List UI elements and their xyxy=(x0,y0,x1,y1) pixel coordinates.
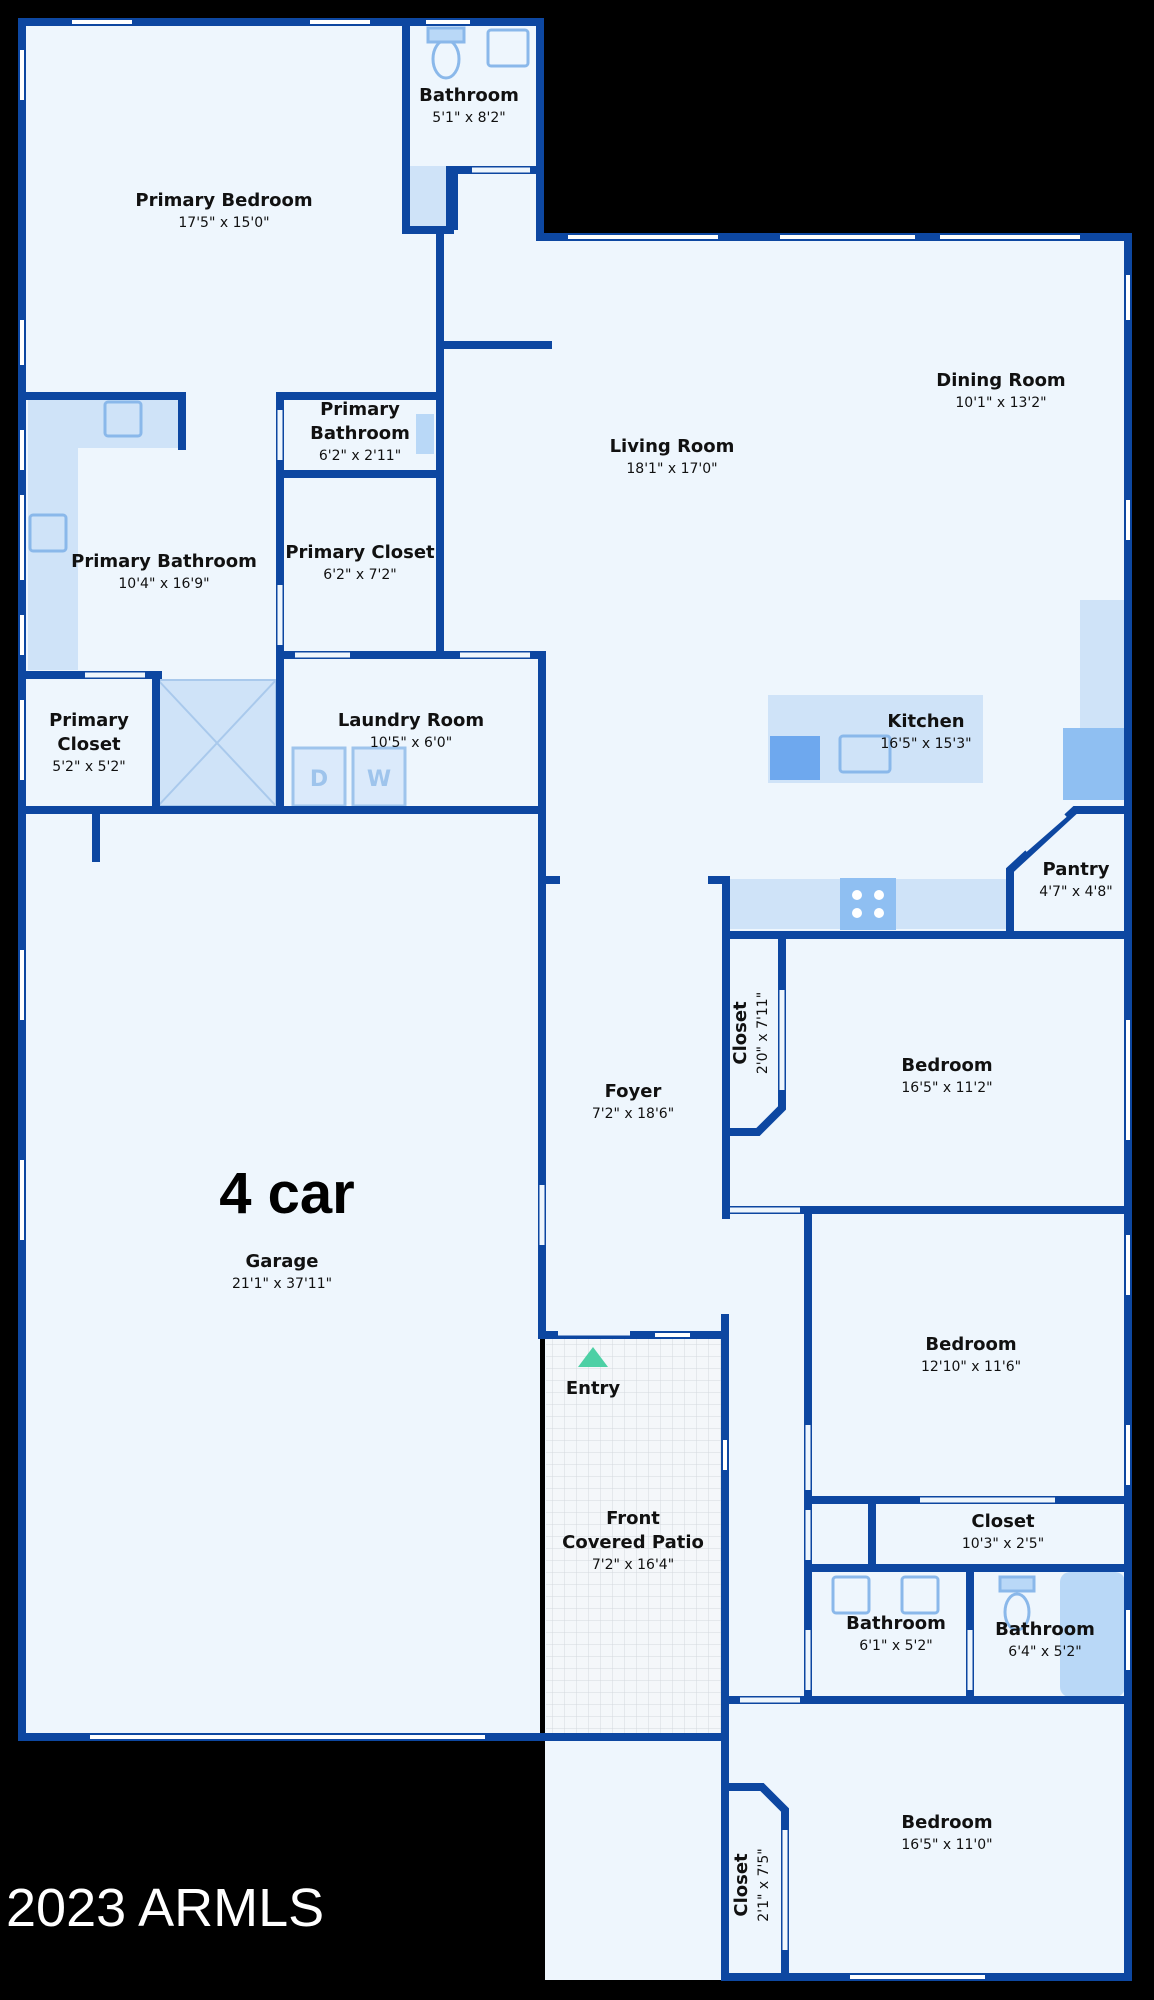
room-kitchen-dims: 16'5" x 15'3" xyxy=(880,736,971,752)
room-laundry-room-name: Laundry Room xyxy=(338,710,484,731)
room-primary-closet-small-name-1: Primary xyxy=(49,710,129,731)
room-pantry-name: Pantry xyxy=(1043,859,1110,880)
room-closet-vertical-1-name: Closet xyxy=(730,1001,751,1065)
room-entry-name: Entry xyxy=(566,1378,621,1399)
room-bathroom-mid-left-name: Bathroom xyxy=(846,1613,946,1634)
room-kitchen-name: Kitchen xyxy=(887,711,964,732)
room-front-covered-patio-name-1: Front xyxy=(606,1508,660,1529)
room-front-covered-patio-name-2: Covered Patio xyxy=(562,1532,704,1553)
entry-arrow-icon xyxy=(578,1347,608,1367)
room-primary-bathroom-name: Primary Bathroom xyxy=(71,551,257,572)
door-openings xyxy=(85,167,1067,1950)
room-garage-name: Garage xyxy=(245,1251,318,1272)
room-foyer-name: Foyer xyxy=(605,1081,662,1102)
room-closet-vertical-2-dims: 2'1" x 7'5" xyxy=(756,1848,772,1921)
washer-label: W xyxy=(367,767,391,792)
room-bedroom-3-dims: 16'5" x 11'0" xyxy=(901,1837,992,1853)
room-bathroom-top-dims: 5'1" x 8'2" xyxy=(432,110,505,126)
room-primary-bedroom-dims: 17'5" x 15'0" xyxy=(178,215,269,231)
front-covered-patio-floor xyxy=(546,1333,722,1737)
room-labels: Primary Bedroom 17'5" x 15'0" Bathroom 5… xyxy=(49,85,1113,1922)
windows xyxy=(20,20,1130,1979)
laundry-appliances: D W xyxy=(291,746,407,808)
room-living-room-name: Living Room xyxy=(610,436,735,457)
room-bathroom-top-name: Bathroom xyxy=(419,85,519,106)
room-primary-closet-large-dims: 6'2" x 7'2" xyxy=(323,567,396,583)
room-bathroom-mid-left-dims: 6'1" x 5'2" xyxy=(859,1638,932,1654)
room-bedroom-1-dims: 16'5" x 11'2" xyxy=(901,1080,992,1096)
room-closet-horizontal-dims: 10'3" x 2'5" xyxy=(962,1536,1044,1552)
room-bedroom-2-dims: 12'10" x 11'6" xyxy=(921,1359,1021,1375)
room-dining-room-dims: 10'1" x 13'2" xyxy=(955,395,1046,411)
room-front-covered-patio-dims: 7'2" x 16'4" xyxy=(592,1557,674,1573)
room-primary-closet-small-dims: 5'2" x 5'2" xyxy=(52,759,125,775)
fixtures xyxy=(28,166,1125,1697)
room-bedroom-1-name: Bedroom xyxy=(901,1055,992,1076)
room-primary-bathroom-small-name-1: Primary xyxy=(320,399,400,420)
dryer-label: D xyxy=(310,767,328,792)
garage-capacity: 4 car xyxy=(219,1161,354,1226)
room-foyer-dims: 7'2" x 18'6" xyxy=(592,1106,674,1122)
room-bathroom-mid-right-dims: 6'4" x 5'2" xyxy=(1008,1644,1081,1660)
room-closet-vertical-2-name: Closet xyxy=(731,1853,752,1917)
fixture-icons xyxy=(28,26,1036,1632)
room-closet-vertical-1-dims: 2'0" x 7'11" xyxy=(755,992,771,1074)
room-bathroom-mid-right-name: Bathroom xyxy=(995,1619,1095,1640)
room-dining-room-name: Dining Room xyxy=(936,370,1065,391)
room-pantry-dims: 4'7" x 4'8" xyxy=(1039,884,1112,900)
washer-icon xyxy=(351,746,407,808)
room-garage-dims: 21'1" x 37'11" xyxy=(232,1276,332,1292)
room-laundry-room-dims: 10'5" x 6'0" xyxy=(370,735,452,751)
room-primary-bathroom-dims: 10'4" x 16'9" xyxy=(118,576,209,592)
room-primary-bathroom-small-name-2: Bathroom xyxy=(310,423,410,444)
room-primary-bedroom-name: Primary Bedroom xyxy=(135,190,312,211)
watermark: 2023 ARMLS xyxy=(6,1878,324,1938)
room-closet-horizontal-name: Closet xyxy=(971,1511,1035,1532)
room-primary-bathroom-small-dims: 6'2" x 2'11" xyxy=(319,448,401,464)
room-primary-closet-small-name-2: Closet xyxy=(57,734,121,755)
room-bedroom-2-name: Bedroom xyxy=(925,1334,1016,1355)
room-living-room-dims: 18'1" x 17'0" xyxy=(626,461,717,477)
room-bedroom-3-name: Bedroom xyxy=(901,1812,992,1833)
room-primary-closet-large-name: Primary Closet xyxy=(285,542,435,563)
